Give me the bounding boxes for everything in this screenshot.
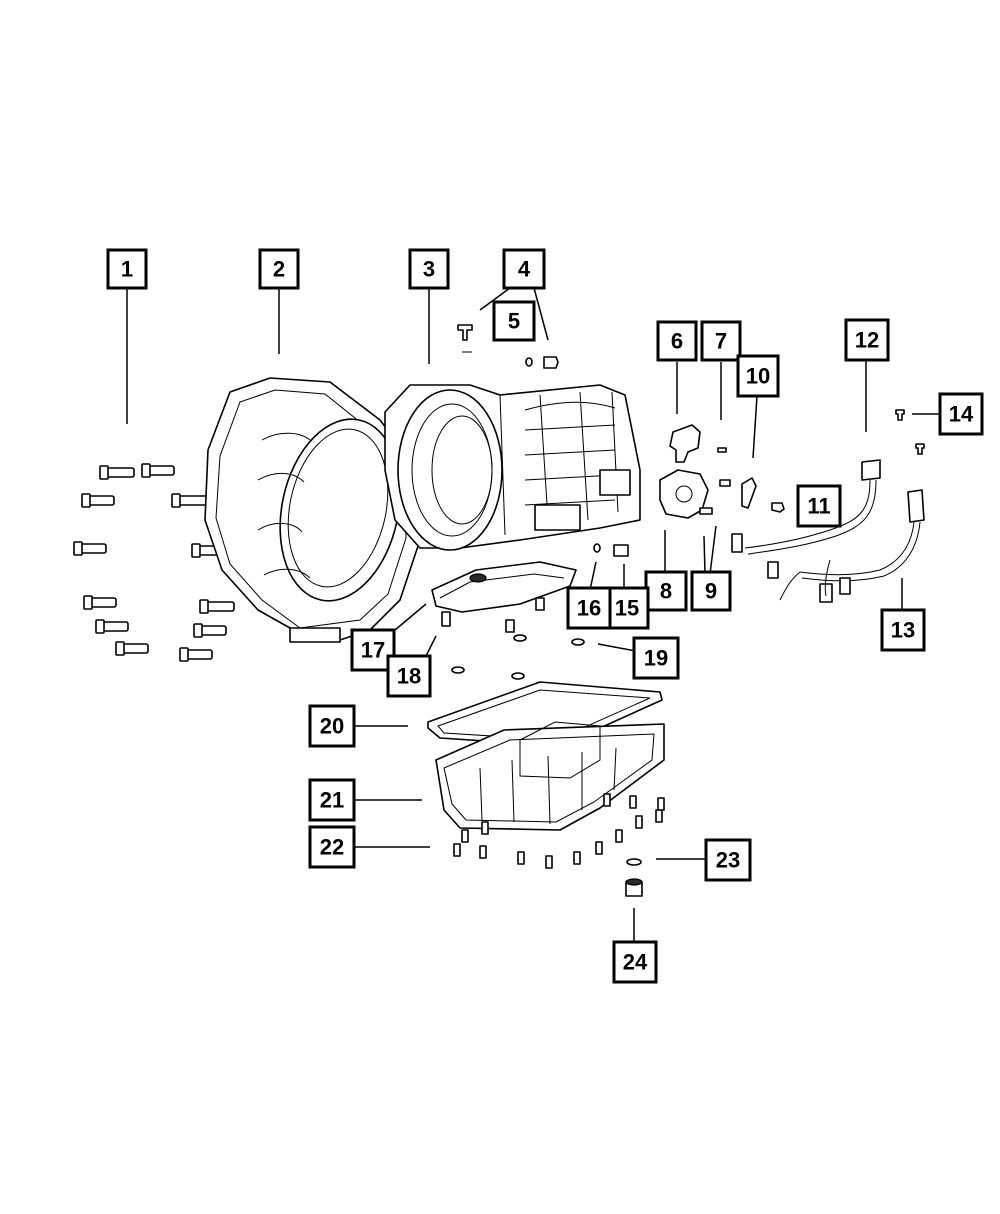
callout-label: 9 (705, 579, 717, 604)
callout-12: 12 (844, 318, 890, 362)
callout-label: 15 (615, 596, 639, 621)
callout-24: 24 (612, 940, 658, 984)
callout-19: 19 (632, 636, 680, 680)
callout-17: 17 (350, 628, 396, 672)
callout-4: 4 (502, 248, 546, 290)
callout-label: 12 (855, 328, 879, 353)
callout-label: 14 (949, 402, 974, 427)
housing-bolts (73, 463, 235, 662)
plug-and-seal (593, 543, 629, 557)
callout-label: 2 (273, 257, 285, 282)
callout-label: 24 (623, 950, 648, 975)
callout-label: 13 (891, 618, 915, 643)
leader-lines (126, 287, 940, 944)
callout-label: 23 (716, 848, 740, 873)
callout-label: 11 (807, 494, 830, 519)
callout-label: 3 (423, 257, 435, 282)
callout-label: 6 (671, 329, 683, 354)
small-fasteners (699, 447, 785, 515)
callout-label: 4 (518, 257, 531, 282)
callout-3: 3 (408, 248, 450, 290)
callout-label: 16 (577, 596, 601, 621)
callout-5: 5 (492, 300, 536, 342)
callout-label: 17 (361, 638, 385, 663)
oil-filter (431, 561, 577, 613)
callout-label: 1 (121, 257, 133, 282)
callout-label: 10 (746, 364, 770, 389)
callout-label: 22 (320, 835, 344, 860)
callout-13: 13 (880, 608, 926, 652)
pan-gasket (427, 681, 663, 747)
transmission-case (384, 384, 641, 551)
callout-21: 21 (308, 778, 356, 822)
callout-1: 1 (106, 248, 148, 290)
vent-and-plug (457, 324, 559, 369)
callout-label: 19 (644, 646, 668, 671)
harness-bolts (895, 409, 925, 455)
drain-plug (625, 858, 643, 897)
callout-label: 5 (508, 309, 520, 334)
callout-11: 11 (796, 484, 842, 528)
callout-2: 2 (258, 248, 300, 290)
callout-9: 9 (690, 570, 732, 612)
callout-7: 7 (700, 320, 742, 362)
callout-label: 7 (715, 329, 727, 354)
callout-10: 10 (736, 354, 780, 398)
callout-15: 15 (604, 586, 650, 630)
callout-20: 20 (308, 704, 356, 748)
callout-label: 8 (660, 579, 672, 604)
callout-14: 14 (938, 392, 984, 436)
bell-housing (204, 377, 421, 643)
callout-16: 16 (566, 586, 612, 630)
callout-label: 20 (320, 714, 344, 739)
pan-bolts (453, 793, 665, 869)
callout-6: 6 (656, 320, 698, 362)
sensor-assembly (659, 424, 709, 519)
oil-pan (435, 721, 665, 831)
callout-22: 22 (308, 825, 356, 869)
callout-23: 23 (704, 838, 752, 882)
callout-18: 18 (386, 654, 432, 698)
filter-fasteners (441, 597, 585, 680)
callout-label: 21 (320, 788, 344, 813)
callout-8: 8 (644, 570, 688, 612)
callout-label: 18 (397, 664, 421, 689)
wiring-harness (731, 459, 925, 603)
